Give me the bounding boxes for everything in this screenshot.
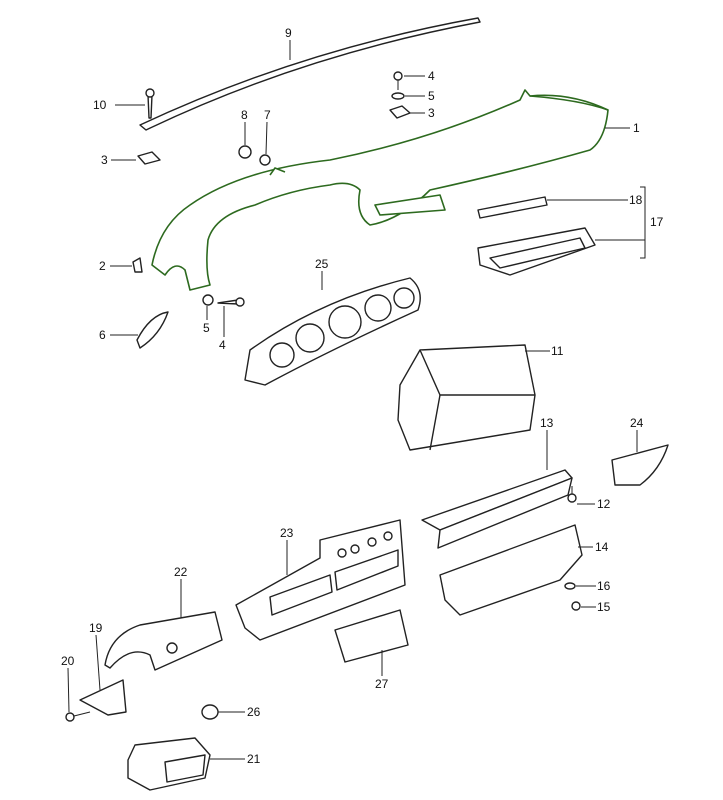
part-8-nut (238, 145, 252, 159)
callout-26: 26 (247, 705, 261, 719)
callout-8: 8 (241, 108, 248, 122)
part-4-screw-top (393, 71, 403, 90)
leader-lines (67, 40, 646, 760)
part-5-washer-top (391, 92, 405, 100)
part-24-cover (611, 444, 669, 486)
part-25-instrument-panel (244, 277, 421, 386)
callout-9: 9 (285, 26, 292, 40)
callout-17: 17 (650, 215, 664, 229)
callout-18: 18 (629, 193, 643, 207)
callout-2: 2 (99, 259, 106, 273)
callout-labels: 9 10 3 8 7 4 5 3 1 18 17 2 25 6 5 4 11 1… (61, 26, 664, 766)
callout-24: 24 (630, 416, 644, 430)
part-20-screw (65, 711, 91, 722)
part-1-dashboard (151, 89, 609, 291)
callout-4: 4 (428, 69, 435, 83)
part-23-center-panel (235, 519, 406, 641)
part-3-clip-top (389, 105, 411, 119)
part-19-side-cover (79, 679, 127, 716)
callout-22: 22 (174, 565, 188, 579)
callout-7: 7 (264, 108, 271, 122)
part-15-screw (571, 601, 581, 611)
callout-20: 20 (61, 654, 75, 668)
callout-15: 15 (597, 600, 611, 614)
part-22-left-panel (104, 611, 223, 671)
part-2-bracket (132, 257, 143, 273)
part-13-trim-strip (421, 469, 573, 549)
part-12-screw (567, 486, 577, 503)
callout-3: 3 (428, 106, 435, 120)
callout-3: 3 (101, 153, 108, 167)
part-17-vent-assembly (477, 227, 596, 276)
callout-12: 12 (597, 497, 611, 511)
part-7-washer (259, 154, 271, 166)
callout-5: 5 (203, 321, 210, 335)
part-9-trim-strip (139, 17, 481, 131)
part-3-clip-left (137, 151, 161, 165)
callout-5: 5 (428, 89, 435, 103)
callout-19: 19 (89, 621, 103, 635)
part-4-screw-left (217, 297, 245, 307)
callout-1: 1 (633, 121, 640, 135)
part-5-washer-left (202, 294, 214, 306)
callout-21: 21 (247, 752, 261, 766)
callout-11: 11 (551, 344, 564, 358)
part-26-plug (201, 704, 219, 720)
callout-10: 10 (93, 98, 107, 112)
part-16-washer (564, 582, 576, 590)
callout-27: 27 (375, 677, 389, 691)
callout-13: 13 (540, 416, 554, 430)
part-14-glovebox-lid (439, 524, 583, 616)
callout-4: 4 (219, 338, 226, 352)
part-27-cover (334, 609, 409, 663)
part-21-side-vent (127, 737, 211, 791)
callout-23: 23 (280, 526, 294, 540)
callout-25: 25 (315, 257, 329, 271)
part-18-vent-strip (477, 196, 548, 219)
part-11-box (397, 344, 536, 451)
callout-14: 14 (595, 540, 609, 554)
callout-16: 16 (597, 579, 611, 593)
part-10-screw (145, 88, 155, 119)
part-6-cover (136, 311, 169, 349)
callout-6: 6 (99, 328, 106, 342)
